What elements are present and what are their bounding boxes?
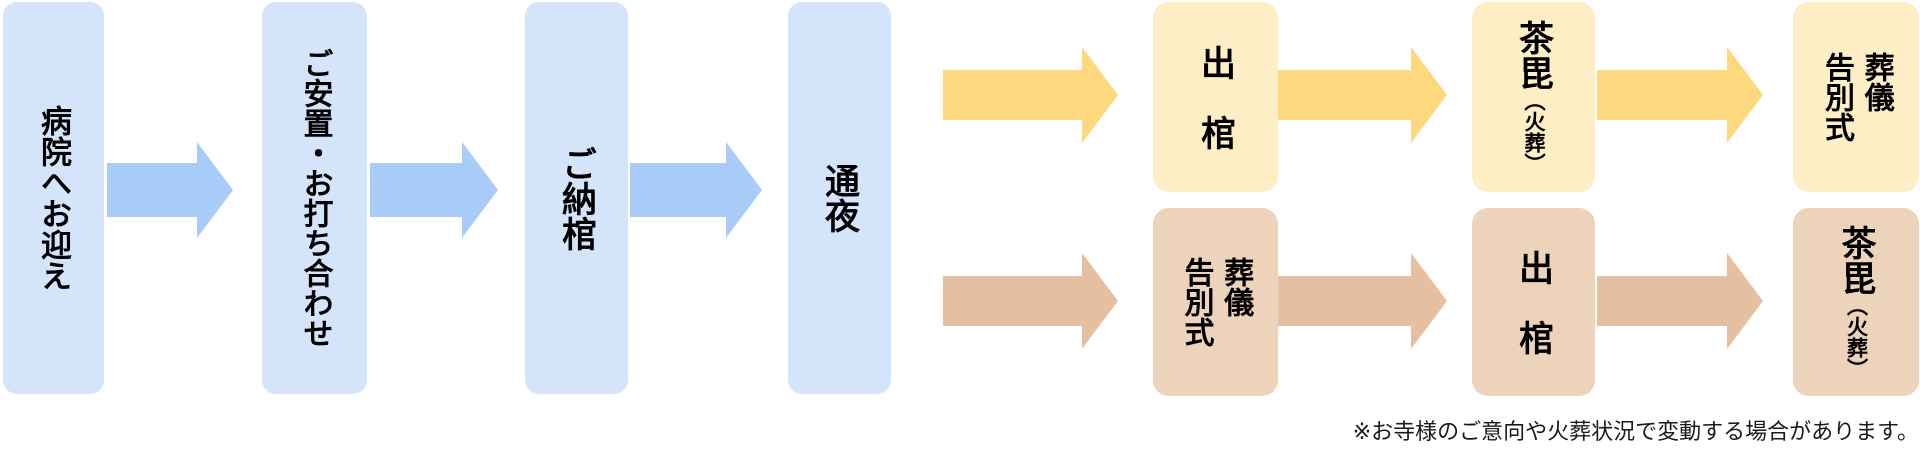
step-label-main: 茶毘 [1836, 225, 1876, 295]
arrow-head [197, 142, 233, 238]
flow-arrow-icon [1597, 253, 1763, 349]
arrow-head [1082, 47, 1118, 143]
arrow-head [1727, 253, 1763, 349]
step-bottom-coffin-departure: 出 棺 [1472, 208, 1595, 396]
arrow-head [1082, 253, 1118, 349]
arrow-body [943, 70, 1083, 120]
step-label-sub: ︵火葬︶ [1844, 295, 1868, 379]
step-label: 通夜 [820, 163, 859, 233]
step-top-coffin-departure: 出 棺 [1153, 2, 1278, 192]
step-rest-and-meeting: ご安置・お打ち合わせ [262, 2, 367, 394]
flow-arrow-icon [1278, 47, 1447, 143]
arrow-head [1411, 47, 1447, 143]
step-top-funeral-ceremony: 葬儀 告別式 [1793, 2, 1919, 192]
footnote: ※お寺様のご意向や火葬状況で変動する場合があります。 [1352, 419, 1919, 444]
step-top-cremation: 茶毘︵火葬︶ [1472, 2, 1595, 192]
step-casketing: ご納棺 [525, 2, 628, 394]
step-label: 病院へお迎え [36, 105, 71, 291]
flow-arrow-icon [943, 253, 1118, 349]
arrow-body [1597, 70, 1728, 120]
arrow-body [1278, 70, 1412, 120]
step-label: ご納棺 [557, 145, 596, 251]
step-label: ご安置・お打ち合わせ [298, 48, 332, 348]
step-label: 葬儀 告別式 [1820, 52, 1893, 142]
arrow-body [370, 163, 463, 217]
step-label-sub: ︵火葬︶ [1522, 90, 1545, 174]
step-label: 茶毘︵火葬︶ [1514, 20, 1553, 174]
flow-arrow-icon [943, 47, 1118, 143]
step-label: 葬儀 告別式 [1179, 257, 1253, 347]
arrow-head [462, 142, 498, 238]
step-bottom-cremation: 茶毘︵火葬︶ [1793, 208, 1919, 396]
arrow-head [726, 142, 762, 238]
arrow-body [1597, 276, 1728, 326]
step-bottom-funeral-ceremony: 葬儀 告別式 [1153, 208, 1278, 396]
step-wake: 通夜 [788, 2, 891, 394]
arrow-body [943, 276, 1083, 326]
flow-arrow-icon [107, 142, 233, 238]
arrow-head [1411, 253, 1447, 349]
flow-arrow-icon [1278, 253, 1447, 349]
arrow-body [630, 163, 727, 217]
step-label: 茶毘︵火葬︶ [1836, 225, 1876, 379]
step-label: 出 棺 [1514, 249, 1553, 355]
flow-arrow-icon [630, 142, 762, 238]
step-pickup-hospital: 病院へお迎え [3, 2, 104, 394]
arrow-body [1278, 276, 1412, 326]
arrow-head [1727, 47, 1763, 143]
flow-arrow-icon [1597, 47, 1763, 143]
arrow-body [107, 163, 198, 217]
flow-arrow-icon [370, 142, 498, 238]
step-label: 出 棺 [1196, 44, 1235, 150]
step-label-main: 茶毘 [1514, 20, 1553, 90]
